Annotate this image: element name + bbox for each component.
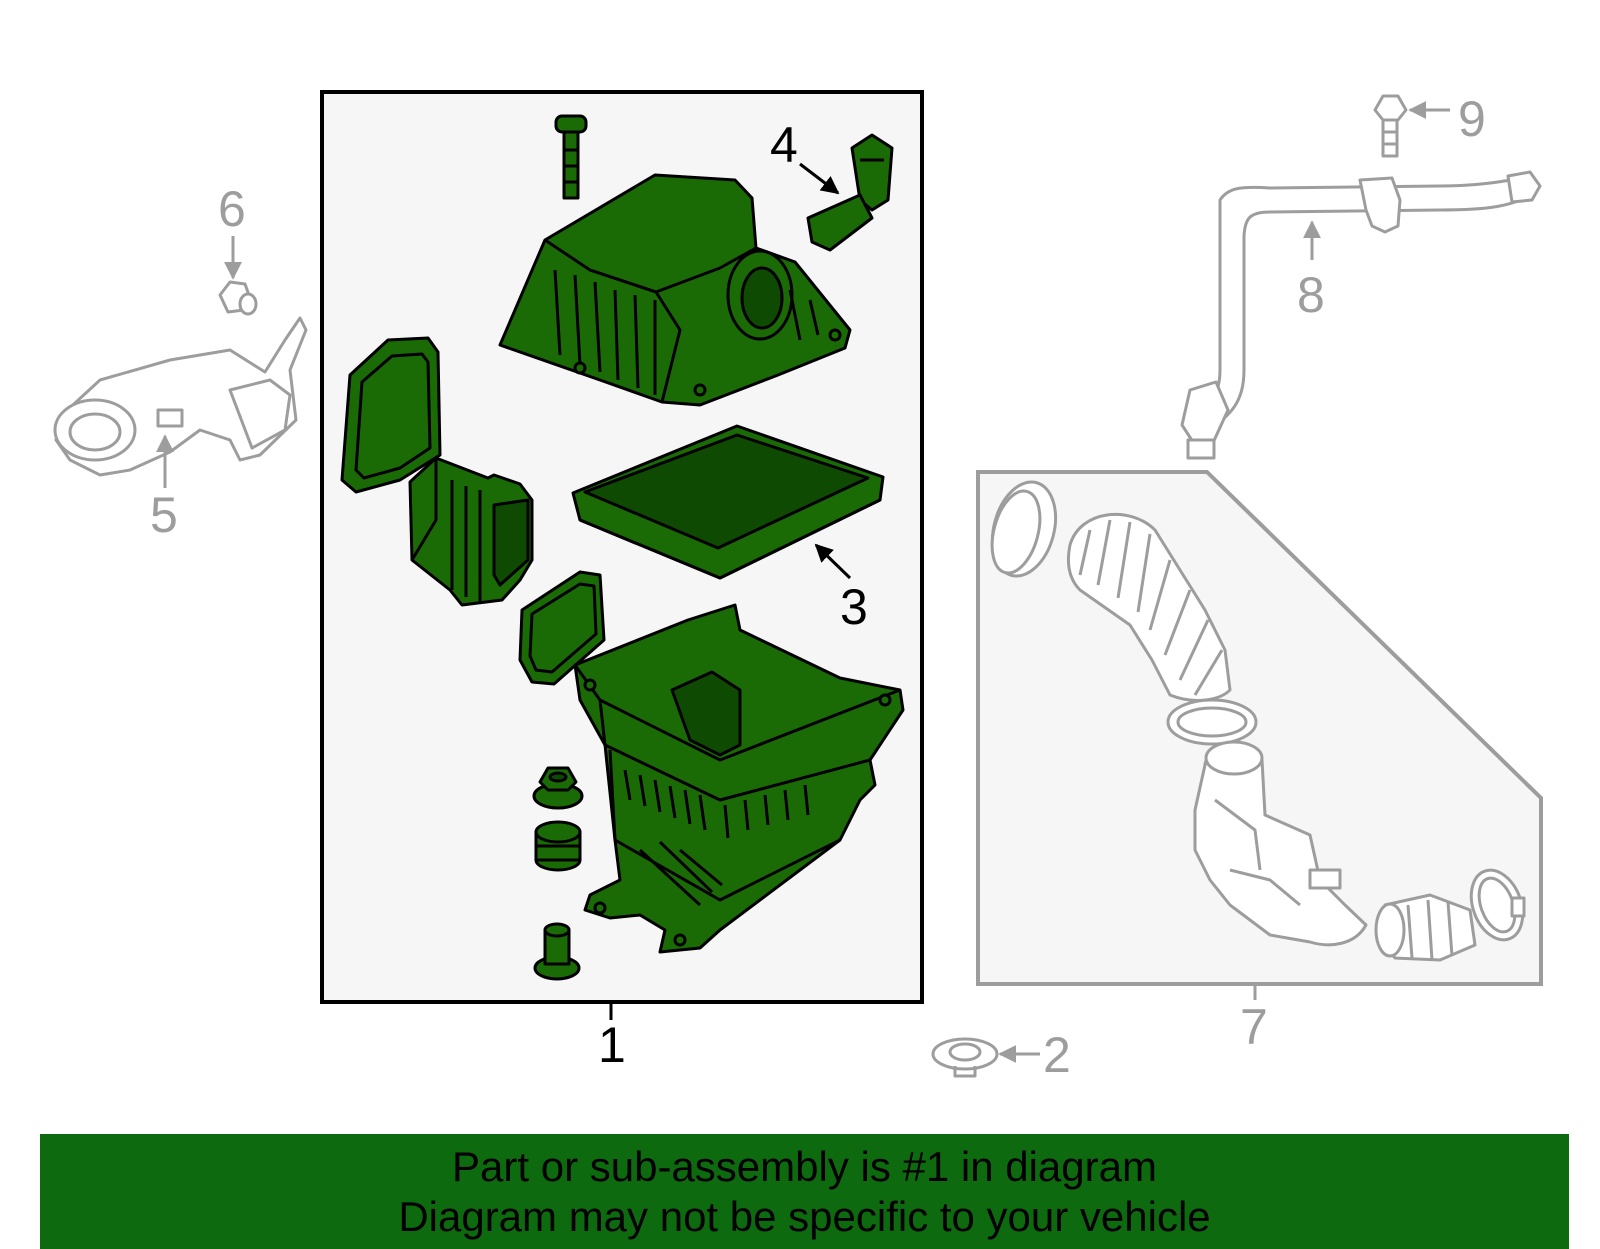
mounting-pin [533,922,581,981]
clamp-7a [990,480,1058,578]
callout-4: 4 [770,117,798,173]
arrow-4 [799,162,840,195]
inlet-duct-5 [53,316,308,477]
coupler-7 [1374,893,1477,962]
mounting-nut [532,766,584,810]
disclaimer-banner: Part or sub-assembly is #1 in diagram Di… [40,1134,1569,1249]
banner-line-1: Part or sub-assembly is #1 in diagram [452,1143,1157,1190]
callout-6: 6 [218,181,246,237]
banner-line-2: Diagram may not be specific to your vehi… [398,1193,1211,1240]
vent-hose-8 [1180,170,1542,460]
reference-parts [53,94,1542,1078]
bolt-9 [1373,94,1408,158]
callout-8: 8 [1297,267,1325,323]
callout-9: 9 [1458,91,1486,147]
duct-seal-upper [340,336,442,494]
air-cleaner-cover [498,173,852,407]
resonator-tube-7 [1193,740,1368,947]
clamp-7b [1166,698,1258,746]
bellows-hose-7 [1066,512,1232,702]
clip-6 [218,280,258,316]
callout-1: 1 [598,1017,626,1073]
callout-labels: 1 2 3 4 5 6 7 8 9 [150,91,1486,1083]
air-cleaner-housing [573,603,905,954]
clamp-7c [1469,868,1526,942]
callout-3: 3 [840,579,868,635]
leader-lines [156,101,1450,1063]
air-filter-element [571,424,885,580]
highlighted-parts [340,114,905,981]
mounting-grommet [534,820,582,872]
mass-air-flow-sensor [806,133,894,252]
callout-5: 5 [150,487,178,543]
callout-2: 2 [1043,1027,1071,1083]
cover-bolt [554,114,588,200]
callout-7: 7 [1240,999,1268,1055]
grommet-2 [931,1037,999,1078]
arrow-3 [814,543,852,580]
air-duct-resonator [408,456,534,607]
